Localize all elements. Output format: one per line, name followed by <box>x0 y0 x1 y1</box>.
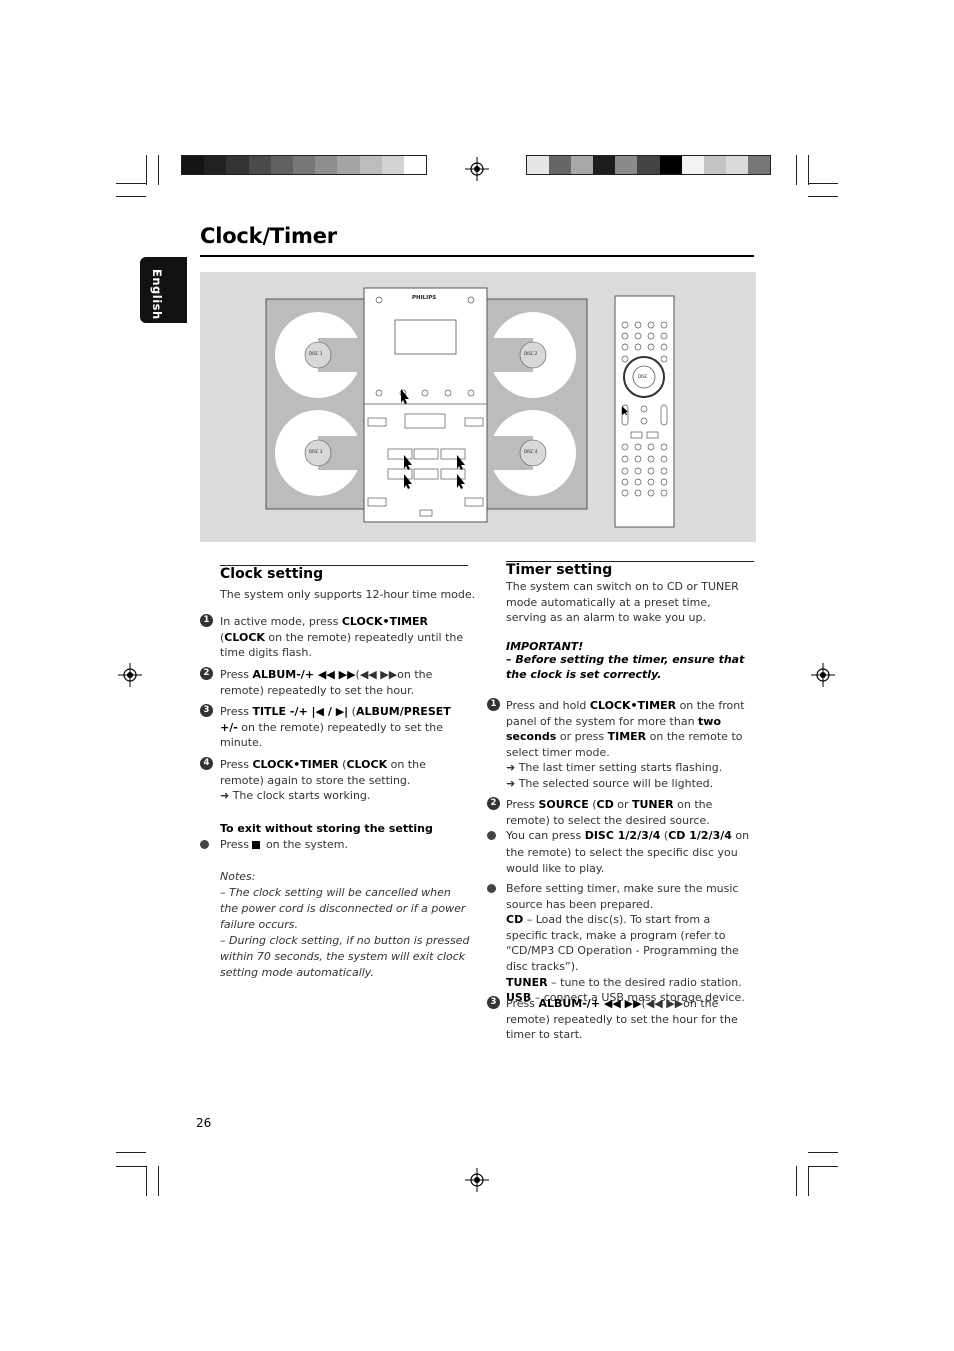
step-number: 1 <box>487 698 500 711</box>
disc-label: DISC 2 <box>524 351 538 356</box>
step-number: 3 <box>200 704 213 717</box>
language-tab-label: English <box>150 269 164 320</box>
timer-bullet-source: Before setting timer, make sure the musi… <box>506 882 745 1005</box>
step-number: 2 <box>487 797 500 810</box>
important-text: – Before setting the timer, ensure that … <box>506 653 745 681</box>
clock-step-2: Press ALBUM-/+ ◀◀ ▶▶(◀◀ ▶▶on the remote)… <box>220 668 433 697</box>
timer-heading-rule <box>506 561 754 562</box>
timer-bullet-disc: You can press DISC 1/2/3/4 (CD 1/2/3/4 o… <box>506 829 750 875</box>
registration-mark-icon <box>118 663 142 687</box>
clock-heading-rule <box>220 565 468 566</box>
grayscale-bar-left <box>181 155 427 175</box>
disc-label: DISC 1 <box>309 351 323 356</box>
clock-step-4: Press CLOCK•TIMER (CLOCK on the remote) … <box>220 758 426 803</box>
timer-setting-heading: Timer setting <box>506 562 613 578</box>
step-number: 2 <box>200 667 213 680</box>
note-1: – The clock setting will be cancelled wh… <box>220 886 466 931</box>
exit-heading: To exit without storing the setting <box>220 822 433 835</box>
important-label: IMPORTANT! <box>506 640 584 653</box>
clock-intro: The system only supports 12-hour time mo… <box>220 588 476 601</box>
language-tab: English <box>140 257 187 323</box>
clock-setting-heading: Clock setting <box>220 566 324 582</box>
title-rule <box>200 255 754 257</box>
timer-step-1-result-1: ➜ The last timer setting starts flashing… <box>506 761 723 775</box>
note-2: – During clock setting, if no button is … <box>220 934 470 979</box>
notes-label: Notes: <box>220 870 256 883</box>
stop-icon <box>252 840 261 849</box>
registration-mark-icon <box>811 663 835 687</box>
stereo-system-drawing <box>265 287 675 528</box>
bullet-icon <box>200 840 209 849</box>
brand-logo: PHILIPS <box>412 295 437 301</box>
page-number: 26 <box>196 1116 212 1130</box>
clock-step-3: Press TITLE -/+ |◀ / ▶| (ALBUM/PRESET +/… <box>220 705 451 750</box>
timer-step-1: Press and hold CLOCK•TIMER on the front … <box>506 699 745 790</box>
clock-step-4-result: ➜ The clock starts working. <box>220 789 371 803</box>
grayscale-bar-right <box>526 155 771 175</box>
remote-disc-label: DISC <box>638 374 648 379</box>
step-number: 4 <box>200 757 213 770</box>
bullet-icon <box>487 831 496 840</box>
page-title: Clock/Timer <box>200 224 337 248</box>
timer-intro: The system can switch on to CD or TUNER … <box>506 580 739 625</box>
timer-step-3: Press ALBUM-/+ ◀◀ ▶▶(◀◀ ▶▶on the remote)… <box>506 997 738 1042</box>
timer-step-1-result-2: ➜ The selected source will be lighted. <box>506 776 714 790</box>
registration-mark-icon <box>465 157 489 181</box>
registration-mark-icon <box>465 1168 489 1192</box>
bullet-icon <box>487 884 496 893</box>
step-number: 3 <box>487 996 500 1009</box>
exit-instruction: Press on the system. <box>220 838 348 851</box>
disc-label: DISC 4 <box>524 449 538 454</box>
disc-label: DISC 3 <box>309 449 323 454</box>
device-illustration: PHILIPS DISC 1 DISC 2 DISC 3 DISC 4 DISC <box>200 272 756 542</box>
timer-step-2: Press SOURCE (CD or TUNER on the remote)… <box>506 798 713 827</box>
step-number: 1 <box>200 614 213 627</box>
clock-step-1: In active mode, press CLOCK•TIMER (CLOCK… <box>220 615 464 660</box>
